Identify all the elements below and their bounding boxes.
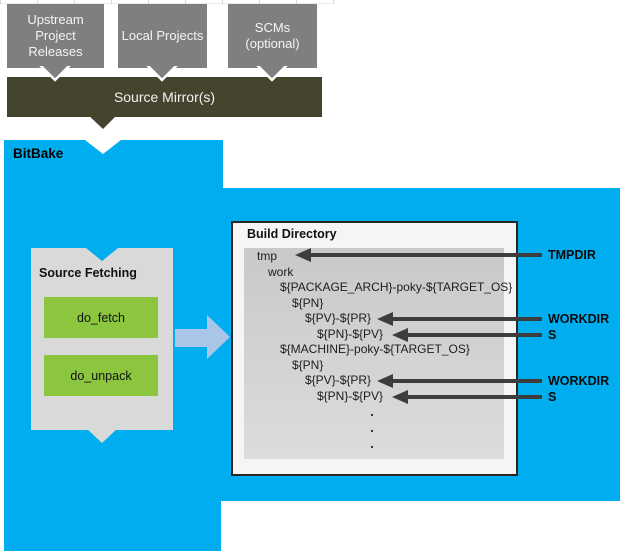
tmpdir-arrow (310, 253, 542, 257)
workdir-label: WORKDIR (548, 374, 610, 388)
source-fetching-notch-icon (86, 248, 118, 261)
dir-work: work (268, 264, 294, 279)
bitbake-label: BitBake (13, 146, 64, 161)
connector-tail-icon (39, 66, 71, 82)
grid-tick (37, 0, 38, 4)
dir-tmp: tmp (257, 249, 278, 263)
scms-box: SCMs (optional) (228, 4, 317, 68)
do-unpack-task: do_unpack (44, 355, 158, 396)
local-projects-box: Local Projects (118, 4, 207, 68)
s-arrow (407, 333, 542, 337)
source-fetching-panel: Source Fetching do_fetch do_unpack (31, 248, 173, 430)
flow-arrow-icon (175, 315, 230, 359)
workdir-arrow (392, 317, 542, 321)
source-mirror-label: Source Mirror(s) (113, 89, 216, 105)
ellipsis-dot: . (370, 419, 374, 435)
workdir-arrow (392, 379, 542, 383)
dir-machine: ${MACHINE}-poky-${TARGET_OS} (280, 342, 470, 356)
connector-tail-icon (256, 66, 288, 82)
bitbake-region-bottom (4, 501, 221, 551)
upstream-releases-box: Upstream Project Releases (7, 4, 104, 68)
directory-tree-panel: tmp work ${PACKAGE_ARCH}-poky-${TARGET_O… (244, 248, 513, 459)
dir-pn: ${PN} (292, 295, 324, 310)
source-mirror-bar: Source Mirror(s) (7, 77, 322, 117)
workdir-label: WORKDIR (548, 312, 610, 326)
dir-package-arch: ${PACKAGE_ARCH}-poky-${TARGET_OS} (280, 280, 513, 294)
grid-tick (296, 0, 297, 4)
s-label: S (548, 390, 557, 404)
mirror-tail-icon (88, 115, 117, 129)
grid-tick (333, 0, 334, 4)
dir-pv-pr: ${PV}-${PR} (305, 311, 372, 325)
s-label: S (548, 328, 557, 342)
source-fetching-tail-icon (86, 428, 118, 443)
workdir-arrowhead-icon (377, 374, 393, 388)
build-directory-panel: Build Directory tmp work ${PACKAGE_ARCH}… (231, 221, 518, 476)
s-arrowhead-icon (392, 328, 408, 342)
grid-tick (222, 0, 223, 4)
workdir-arrowhead-icon (377, 312, 393, 326)
grid-tick (148, 0, 149, 4)
do-unpack-label: do_unpack (70, 368, 132, 383)
ellipsis: . . . (370, 403, 374, 451)
tmpdir-label: TMPDIR (548, 248, 596, 262)
dir-pv-pr: ${PV}-${PR} (305, 373, 372, 387)
tmpdir-arrowhead-icon (295, 248, 311, 262)
grid-tick (0, 0, 1, 4)
do-fetch-label: do_fetch (77, 310, 125, 325)
grid-tick (185, 0, 186, 4)
ellipsis-dot: . (370, 403, 374, 419)
dir-pn-pv: ${PN}-${PV} (317, 326, 384, 341)
grid-tick (259, 0, 260, 4)
connector-tail-icon (146, 66, 178, 82)
grid-tick (74, 0, 75, 4)
local-projects-label: Local Projects (121, 28, 204, 43)
bitbake-notch-icon (85, 140, 121, 154)
upstream-releases-label: Upstream Project Releases (27, 12, 84, 59)
grid-line (0, 3, 334, 4)
scms-label: SCMs (optional) (245, 20, 300, 51)
dir-pn: ${PN} (292, 357, 324, 372)
source-fetching-title: Source Fetching (39, 266, 137, 280)
grid-tick (111, 0, 112, 4)
ellipsis-dot: . (370, 435, 374, 451)
dir-pn-pv: ${PN}-${PV} (317, 388, 384, 403)
bitbake-region-top (4, 140, 223, 189)
do-fetch-task: do_fetch (44, 297, 158, 338)
directory-tree: tmp work ${PACKAGE_ARCH}-poky-${TARGET_O… (244, 249, 513, 404)
s-arrowhead-icon (392, 390, 408, 404)
build-directory-title: Build Directory (247, 227, 337, 241)
s-arrow (407, 395, 542, 399)
